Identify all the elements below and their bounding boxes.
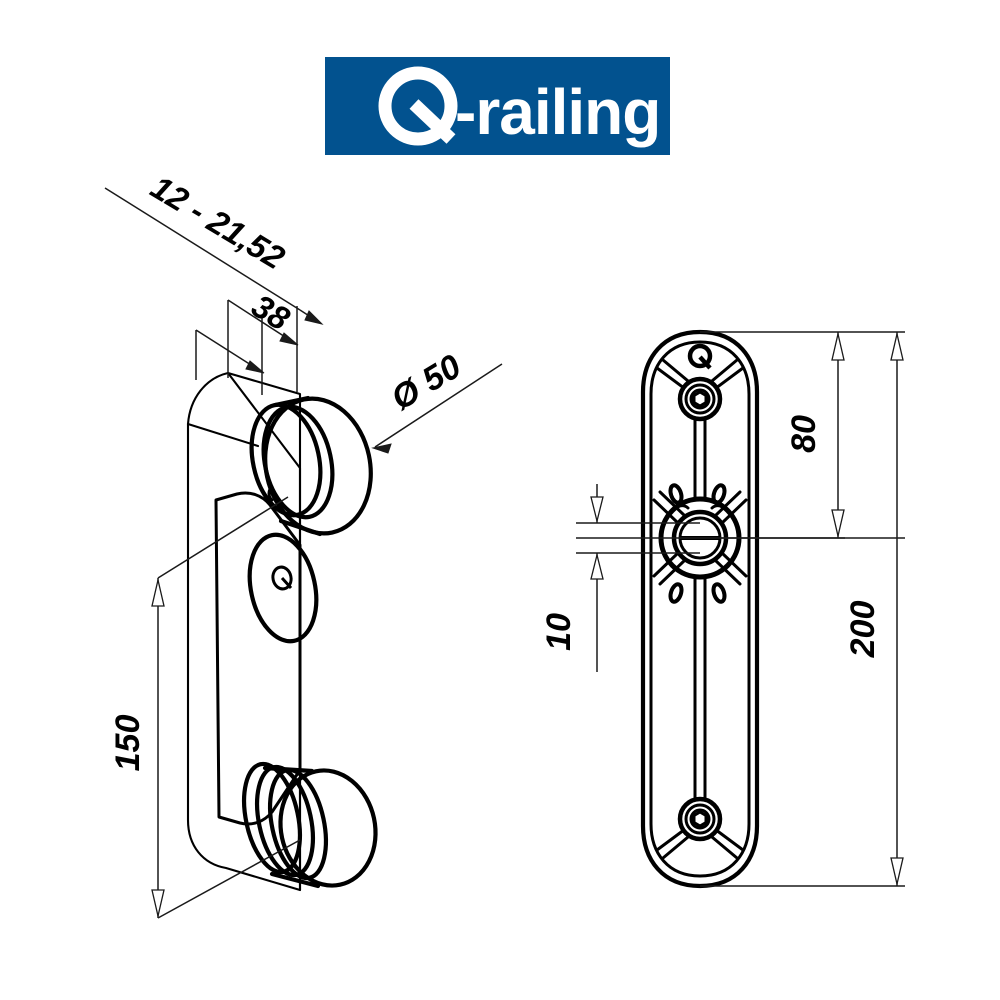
front-middle-spokes (652, 490, 748, 586)
dimension-standoff-38: 38 (195, 287, 299, 380)
dimension-hole-spacing-80-label: 80 (785, 415, 823, 453)
brand-logo-q-icon (378, 66, 458, 146)
iso-lower-disc (242, 761, 378, 889)
brand-logo: -railing (325, 57, 670, 155)
dimension-hub-offset-10-label: 10 (540, 613, 578, 651)
front-slot-holes (668, 483, 727, 604)
front-base-plate-view: 80 200 10 (540, 329, 905, 889)
dimension-clamp-spacing-150: 150 (109, 496, 301, 919)
brand-logo-wordmark: -railing (455, 76, 660, 148)
front-bottom-fastener (677, 796, 723, 842)
front-hub-tabs (670, 504, 730, 514)
dimension-disc-diameter-50: Ø 50 (371, 347, 503, 454)
front-top-fastener (677, 376, 723, 422)
front-plate-q-engraving (687, 343, 713, 370)
iso-cover-plate-q-engraving (271, 565, 293, 591)
dimension-plate-length-200-label: 200 (844, 601, 882, 659)
dimension-standoff-38-label: 38 (246, 287, 297, 338)
dimension-glass-thickness-label: 12 - 21,52 (145, 168, 292, 277)
iso-cover-plate (247, 532, 319, 644)
dimension-hole-spacing-80: 80 (700, 331, 905, 539)
isometric-glass-clamp-view: 12 - 21,52 38 Ø 50 (104, 168, 503, 919)
dimension-clamp-spacing-150-label: 150 (109, 715, 147, 772)
dimension-glass-thickness: 12 - 21,52 (104, 168, 324, 395)
dimension-plate-length-200: 200 (700, 332, 905, 887)
dimension-disc-diameter-50-label: Ø 50 (385, 347, 468, 418)
dimension-hub-offset-10: 10 (540, 484, 700, 672)
iso-upper-disc (249, 395, 373, 537)
front-lower-stem (693, 574, 707, 812)
